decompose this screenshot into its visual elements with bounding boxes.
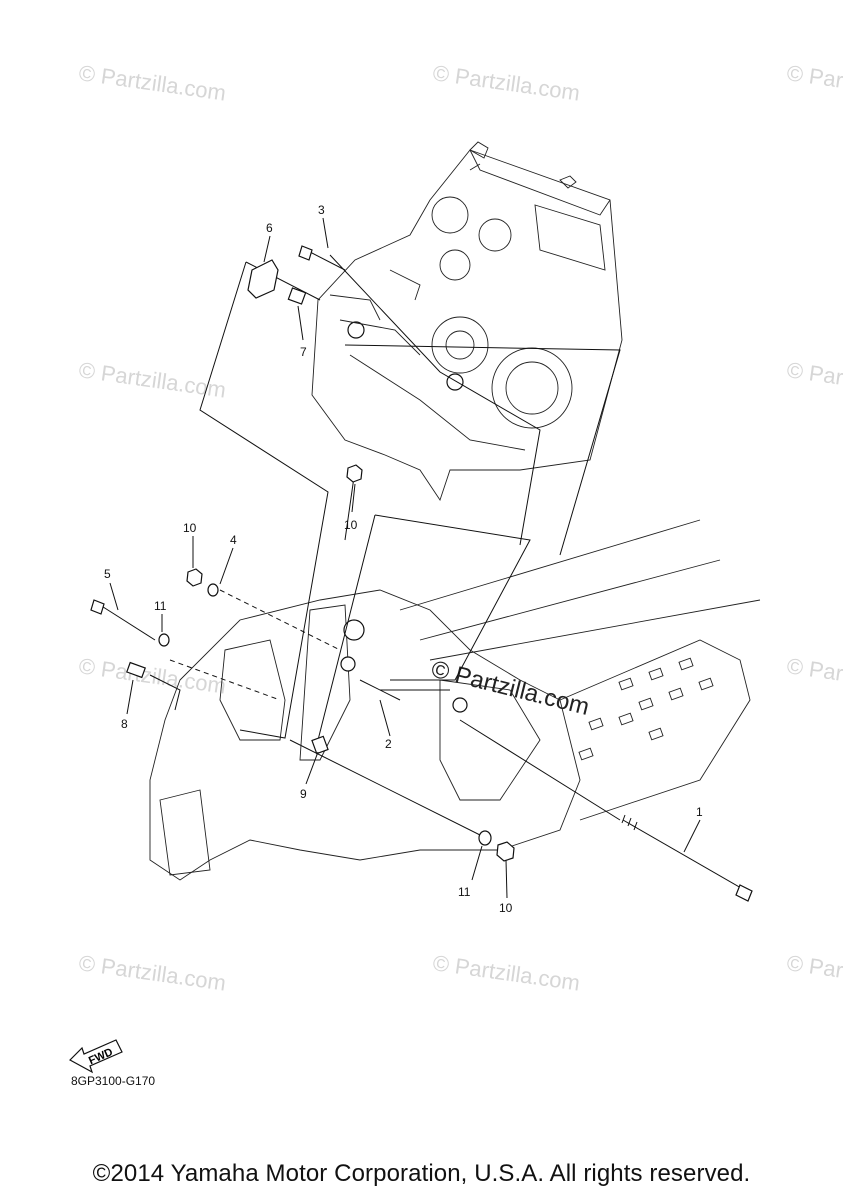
watermark: © Partzilla.com: [77, 357, 227, 402]
part-nut-10c: [496, 841, 515, 862]
part-nut-10: [186, 568, 203, 587]
part-stud-9: [311, 735, 329, 755]
watermark: © Partzilla.com: [785, 357, 843, 402]
callout-11-b: 11: [458, 885, 471, 899]
callout-1: 1: [696, 805, 703, 819]
part-bolt-long-1: [621, 814, 753, 902]
callout-3: 3: [318, 203, 325, 217]
watermark: © Partzilla.com: [431, 950, 581, 995]
callout-7: 7: [300, 345, 307, 359]
callout-8: 8: [121, 717, 128, 731]
leader-lines: [149, 254, 621, 841]
callout-5: 5: [104, 567, 111, 581]
part-washer-11: [158, 633, 170, 647]
watermark: © Partzilla.com: [785, 950, 843, 995]
callouts: 1 2 3 4 5 6 7 8 9 10 10 11 11 10: [104, 203, 703, 915]
watermark-center: © Partzilla.com: [429, 656, 592, 721]
callout-10-a: 10: [183, 521, 197, 535]
callout-11-a: 11: [154, 599, 167, 613]
part-bolt-5: [90, 599, 156, 641]
watermark: © Partzilla.com: [431, 60, 581, 105]
frame-illustration: [149, 519, 761, 881]
callout-10-b: 10: [344, 518, 358, 532]
diagram-code: 8GP3100-G170: [71, 1074, 156, 1088]
callout-4: 4: [230, 533, 237, 547]
fwd-arrow-icon: FWD: [69, 1039, 123, 1074]
watermark: © Partzilla.com: [77, 950, 227, 995]
part-washer-11b: [478, 830, 492, 846]
part-bolt-3: [298, 245, 346, 271]
callout-6: 6: [266, 221, 273, 235]
part-collar-8: [126, 661, 146, 679]
fwd-label: FWD: [87, 1046, 115, 1067]
parts: [90, 245, 753, 902]
part-washer-4: [207, 583, 219, 597]
callout-2: 2: [385, 737, 392, 751]
copyright-text: ©2014 Yamaha Motor Corporation, U.S.A. A…: [92, 1160, 751, 1187]
watermark: © Partzilla.com: [785, 653, 843, 698]
part-collar-7: [287, 287, 307, 305]
callout-9: 9: [300, 787, 307, 801]
watermark: © Partzilla.com: [77, 60, 227, 105]
part-nut-10b: [346, 464, 363, 483]
part-bracket-6: [247, 259, 279, 299]
engine-illustration: [311, 141, 623, 502]
part-stud-2: [359, 679, 401, 701]
watermark: © Partzilla.com: [785, 60, 843, 105]
callout-10-c: 10: [499, 901, 513, 915]
